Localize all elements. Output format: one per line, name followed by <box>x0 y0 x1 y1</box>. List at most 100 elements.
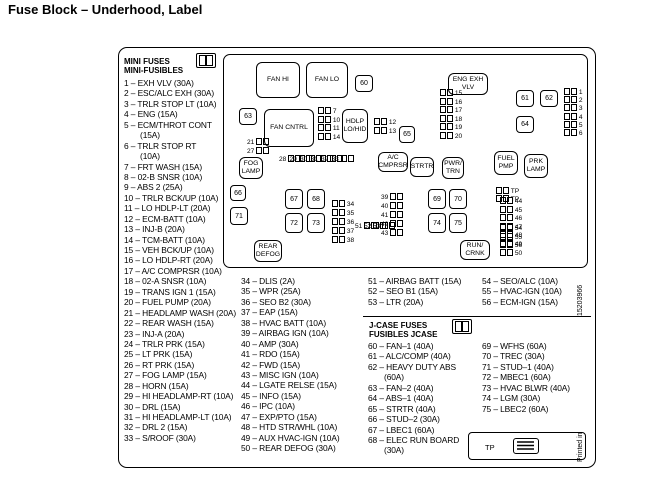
fuse-list-item: 44 – LGATE RELSE (15A) <box>241 380 337 391</box>
fuse-67: 67 <box>285 189 303 209</box>
mini-fuse-number: 45 <box>514 206 523 214</box>
mini-fuse-slot: 29 <box>290 155 312 164</box>
mini-fuse-number: 37 <box>346 228 355 235</box>
fuse-62: 62 <box>540 90 558 107</box>
fuse-list-item: 70 – TREC (30A) <box>482 351 545 362</box>
fuse-list-item: 35 – WPR (25A) <box>241 286 301 297</box>
fuse-list-item: 6 – TRLR STOP RT <box>124 140 197 151</box>
mini-fuse-slot: 1 <box>564 88 583 97</box>
fuse-68: 68 <box>307 189 325 209</box>
fuse-list-item: 16 – LO HDLP-RT (20A) <box>124 255 213 266</box>
mini-fuse-number: 44 <box>514 198 523 205</box>
mini-fuse-slot: 37 <box>332 227 354 236</box>
relay-rear-defog: REAR DEFOG <box>254 240 282 262</box>
mini-fuse-number: 47 <box>514 223 523 231</box>
mini-fuse-slot: 54 <box>500 224 522 233</box>
fuse-list-item: 69 – WFHS (60A) <box>482 341 547 351</box>
relay-strtr: STRTR <box>410 157 434 177</box>
fuse-list-item: 62 – HEAVY DUTY ABS <box>368 361 456 372</box>
mini-fuse-slot: 45 <box>500 205 523 215</box>
fuse-list-item: 3 – TRLR STOP LT (10A) <box>124 98 217 109</box>
fuse-list-item: 43 – MISC IGN (10A) <box>241 369 319 380</box>
fuse-list-item: 31 – HI HEADLAMP-LT (10A) <box>124 412 232 422</box>
mini-fuse-slot: 56 <box>500 241 522 250</box>
fusibles-jcase-title: FUSIBLES JCASE <box>369 330 438 339</box>
mini-fuse-number: 2 <box>578 97 583 105</box>
mini-fuse-number: 34 <box>346 201 355 208</box>
mini-fuse-number: 35 <box>346 210 355 217</box>
fuse-list-item: 5 – ECM/THROT CONT <box>124 119 212 130</box>
mini-fuse-number: 31 <box>310 156 318 163</box>
fuse-list-item: 30 – DRL (15A) <box>124 401 181 412</box>
fuse-list-item: 2 – ESC/ALC EXH (30A) <box>124 88 215 99</box>
fuse-61: 61 <box>516 90 534 107</box>
fuse-list-item: 12 – ECM-BATT (10A) <box>124 213 206 224</box>
mini-fuses-header: MINI FUSES MINI-FUSIBLES <box>124 57 183 75</box>
fuse-list-item: 22 – REAR WASH (15A) <box>124 318 214 329</box>
mini-fuse-list-2: 34 – DLIS (2A)35 – WPR (25A)36 – SEO B2 … <box>241 276 340 453</box>
mini-fuse-number: 14 <box>332 133 341 141</box>
mini-fuse-slot: 43 <box>381 229 404 238</box>
fuse-71: 71 <box>230 207 248 225</box>
mini-fuse-slot: 27 <box>247 147 270 156</box>
mini-fuse-slot: 2 <box>564 96 583 105</box>
test-point-box: TP <box>468 432 586 460</box>
mini-fuse-number: 52 <box>364 223 372 230</box>
fuse-72: 72 <box>285 213 303 233</box>
mini-fuse-number: 15 <box>454 90 463 97</box>
mini-fuse-slot: 7 <box>318 107 337 116</box>
fuse-list-item: 20 – FUEL PUMP (20A) <box>124 297 211 308</box>
mini-fuse-number: 19 <box>454 124 463 132</box>
mini-fuse-number: 18 <box>454 115 463 123</box>
fuse-list-item: 49 – AUX HVAC-IGN (10A) <box>241 432 340 443</box>
manual-icon <box>513 438 539 454</box>
mini-fuse-slot: 32 <box>321 155 344 164</box>
mini-fuse-number: 17 <box>454 107 463 115</box>
mini-fuse-number: 30 <box>300 156 308 163</box>
mini-fuse-number: 55 <box>514 233 523 241</box>
test-point-label: TP <box>485 443 495 452</box>
book-icon <box>196 53 216 68</box>
fuse-list-item: 1 – EXH VLV (30A) <box>124 78 194 88</box>
mini-fuse-slot: 46 <box>500 214 522 223</box>
fuse-65: 65 <box>399 126 415 143</box>
mini-fuse-slot: 14 <box>318 132 341 142</box>
fuse-list-item: 48 – HTD STR/WHL (10A) <box>241 422 338 433</box>
fuse-list-item: 54 – SEO/ALC (10A) <box>482 276 558 286</box>
fuse-list-item: 26 – RT PRK (15A) <box>124 359 195 370</box>
fuse-list-item: 40 – AMP (30A) <box>241 338 299 349</box>
relay-fuel-pmp: FUEL PMP <box>494 151 518 175</box>
fuse-list-item: 47 – EXP/PTO (15A) <box>241 411 317 422</box>
relay-eng-exh-vlv: ENG EXH VLV <box>448 73 488 95</box>
fuse-list-item: 41 – RDO (15A) <box>241 349 300 360</box>
mini-fuse-slot: 3 <box>564 104 583 113</box>
mini-fuse-slot: 17 <box>440 106 462 115</box>
mini-fuse-number: 38 <box>346 237 355 244</box>
mini-fuse-slot: 5 <box>564 120 583 130</box>
mini-fuse-number: 33 <box>331 156 339 163</box>
mini-fuse-number: 46 <box>514 215 523 223</box>
fuse-list-item: 32 – DRL 2 (15A) <box>124 422 188 433</box>
mini-fuse-slot: 4 <box>564 112 583 122</box>
mini-fuse-slot: 35 <box>332 209 354 218</box>
mini-fuse-slot: 19 <box>440 123 462 132</box>
relay-fan-cntrl: FAN CNTRL <box>264 109 314 147</box>
fuse-69: 69 <box>428 189 446 209</box>
mini-fuse-number: 36 <box>346 219 355 226</box>
mini-fuse-slot: 11 <box>318 124 340 133</box>
mini-fuse-number: 20 <box>454 133 463 140</box>
mini-fuse-number: 49 <box>514 241 523 248</box>
mini-fuse-slot: 21 <box>247 138 270 147</box>
fuse-list-item: 53 – LTR (20A) <box>368 296 424 307</box>
relay-hdlp-lo-hid: HDLP LO/HID <box>342 109 368 143</box>
jcase-fuse-list-2: 69 – WFHS (60A)70 – TREC (30A)71 – STUD–… <box>482 341 570 414</box>
mini-fuse-number: 32 <box>321 156 329 163</box>
fuse-list-item: 9 – ABS 2 (25A) <box>124 182 183 193</box>
fuse-list-item: 25 – LT PRK (15A) <box>124 349 193 360</box>
mini-fuse-slot: TP <box>496 187 519 196</box>
mini-fuse-number: 39 <box>381 194 389 201</box>
mini-fuse-number: 48 <box>514 232 523 240</box>
mini-fuse-slot: 31 <box>311 155 333 164</box>
relay-fan-lo: FAN LO <box>306 62 348 98</box>
fuse-list-item: 21 – HEADLAMP WASH (20A) <box>124 307 237 318</box>
